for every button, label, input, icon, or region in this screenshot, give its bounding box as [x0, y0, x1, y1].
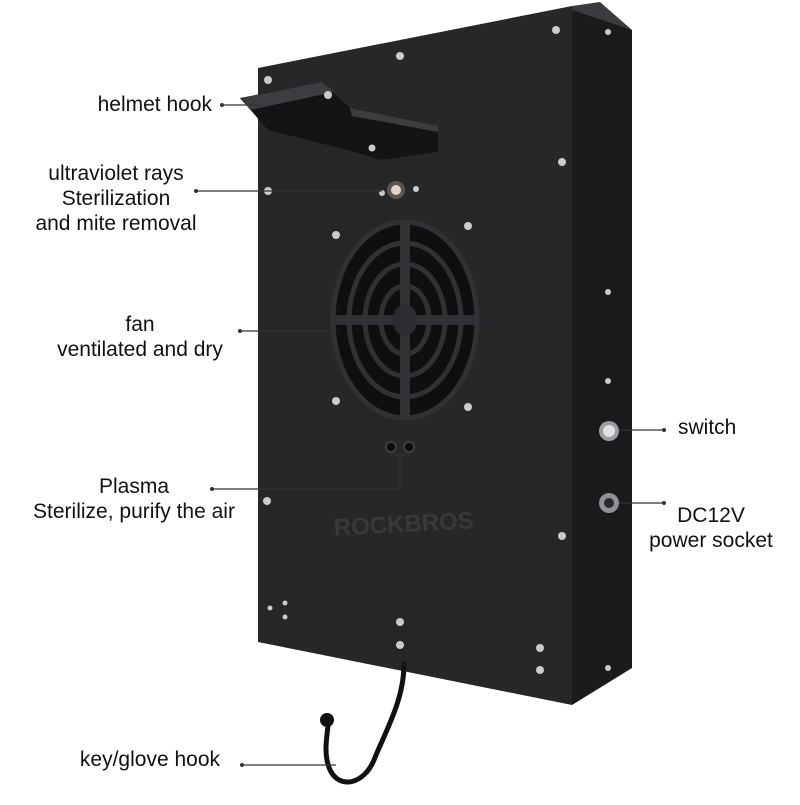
plasma-ports [385, 441, 415, 453]
label-plasma: Plasma Sterilize, purify the air [8, 474, 260, 524]
screw [282, 600, 288, 606]
leader-plasma [212, 454, 409, 490]
label-line: Plasma [98, 475, 170, 498]
label-line: helmet hook [97, 93, 212, 116]
label-line: switch [678, 416, 737, 439]
screw [558, 532, 566, 540]
device-top-edge [572, 2, 632, 30]
fan [330, 219, 480, 421]
label-line: key/glove hook [79, 748, 220, 771]
screw [605, 29, 611, 35]
leader-dot [210, 487, 214, 491]
label-line: and mite removal [35, 212, 197, 235]
screw-group [263, 26, 611, 674]
screw [282, 614, 288, 620]
helmet-hook-bracket [240, 82, 438, 160]
label-helmet-hook: helmet hook [40, 92, 212, 117]
screw [368, 144, 376, 152]
screw [396, 618, 404, 626]
screw [396, 641, 404, 649]
dc-socket [599, 493, 619, 513]
screw [464, 403, 472, 411]
device-side-panel [572, 6, 632, 705]
leader-dot [238, 329, 242, 333]
screw [605, 665, 611, 671]
label-switch: switch [678, 415, 778, 440]
screw [558, 158, 566, 166]
screw [605, 378, 611, 384]
leader-dot [240, 763, 244, 767]
leader-dot [220, 103, 224, 107]
screw [464, 222, 472, 230]
screw [396, 52, 404, 60]
screw [605, 289, 611, 295]
label-line: ultraviolet rays [48, 162, 184, 185]
label-line: ventilated and dry [57, 338, 223, 361]
leader-dot [194, 189, 198, 193]
screw [267, 605, 273, 611]
leader-dot [662, 501, 666, 505]
label-line: Sterilize, purify the air [33, 500, 235, 523]
screw [552, 26, 560, 34]
label-dc-socket: DC12V power socket [636, 503, 786, 553]
leader-dot [662, 428, 666, 432]
screw [332, 397, 340, 405]
screw [324, 91, 332, 99]
screw [332, 231, 340, 239]
screw [263, 497, 271, 505]
label-uv-sterilization: ultraviolet rays Sterilization and mite … [12, 161, 220, 236]
label-line: fan [125, 313, 155, 336]
screw [536, 644, 544, 652]
screw [536, 666, 544, 674]
label-line: Sterilization [61, 187, 171, 210]
leader-lines [194, 103, 666, 767]
screw [264, 76, 272, 84]
label-key-glove-hook: key/glove hook [20, 747, 220, 772]
power-switch [599, 421, 619, 441]
label-line: power socket [649, 529, 773, 552]
label-line: DC12V [677, 504, 745, 527]
label-fan: fan ventilated and dry [30, 312, 250, 362]
key-glove-hook [320, 661, 407, 785]
